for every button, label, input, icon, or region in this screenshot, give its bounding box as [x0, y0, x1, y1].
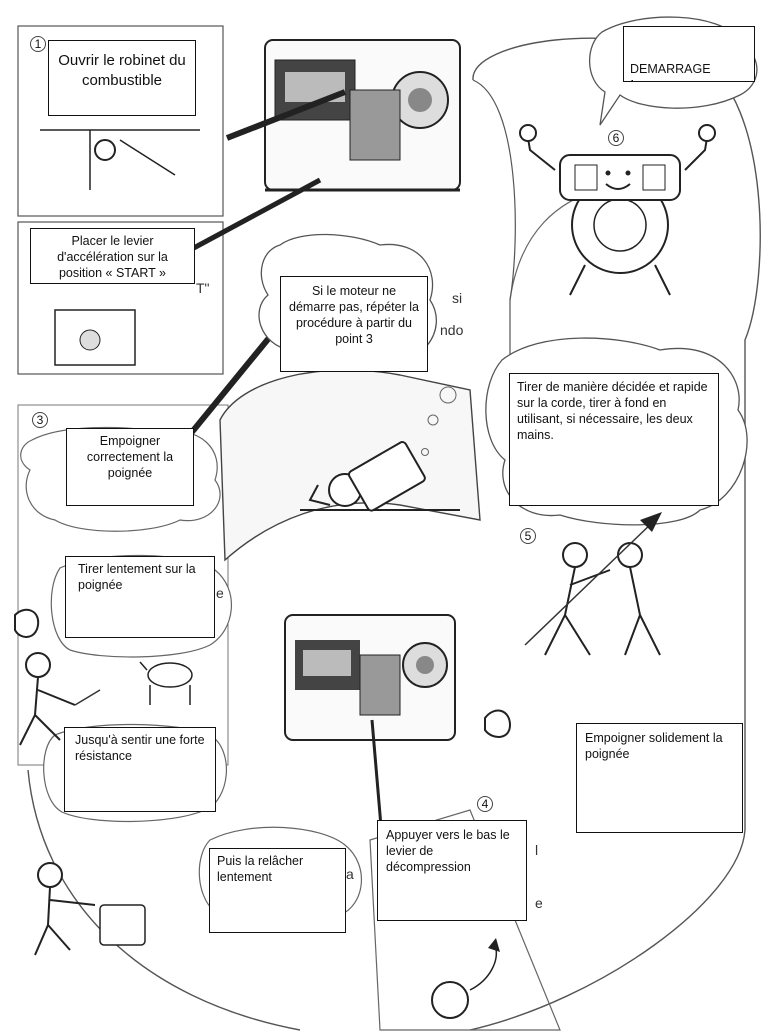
step2-label: Placer le levier d'accélération sur la p…: [30, 228, 195, 284]
fragment-text: e: [216, 585, 224, 601]
step3-release-label: Puis la relâcher lentement: [209, 848, 346, 933]
fragment-text: si: [452, 290, 463, 306]
decompression-lever-icon: [431, 938, 500, 1019]
step-number-1: 1: [30, 36, 46, 52]
flow-outline-step6: [472, 79, 516, 470]
hand-grip-icon: [14, 608, 512, 738]
demarrage-exclamation: !: [630, 78, 634, 81]
thought-bubble-2: [427, 414, 439, 426]
step-number-6: 6: [608, 130, 624, 146]
step3-pull-label: Tirer lentement sur la poignée: [65, 556, 215, 638]
step3-grip-label: Empoigner correctement la poignée: [66, 428, 194, 506]
worker-pulling-icon: [524, 512, 662, 656]
step5-grip-label: Empoigner solidement la poignée: [576, 723, 743, 833]
demarrage-title: DEMARRAGE: [630, 62, 711, 76]
resting-person-icon: [300, 441, 460, 512]
flow-outline-right: [469, 37, 761, 1031]
demarrage-label: DEMARRAGE !: [623, 26, 755, 82]
thought-bubble-1: [439, 386, 457, 404]
throttle-lever-icon: [54, 309, 136, 366]
step2-panel: [17, 221, 224, 375]
fragment-text: ndo: [440, 322, 464, 338]
retry-label: Si le moteur ne démarre pas, répéter la …: [280, 276, 428, 372]
step5-pull-label: Tirer de manière décidée et rapide sur l…: [509, 373, 719, 506]
generator-top-icon: [264, 39, 461, 192]
step1-panel: [17, 25, 224, 217]
pointer-step1: [225, 89, 347, 141]
thought-bubble-3: [421, 448, 429, 456]
happy-engine-icon: [519, 124, 716, 296]
step3-resistance-label: Jusqu'à sentir une forte résistance: [64, 727, 216, 812]
fuel-valve-icon: [40, 129, 200, 190]
fragment-text: l: [535, 842, 539, 858]
step-number-5: 5: [520, 528, 536, 544]
pointer-step2: [188, 177, 322, 253]
fragment-text: e: [535, 895, 543, 911]
step-number-4: 4: [477, 796, 493, 812]
fragment-text: T": [196, 280, 210, 296]
worker-kneeling-icon: [19, 652, 101, 746]
generator-center-icon: [284, 614, 456, 741]
step1-label: Ouvrir le robinet du combustible: [48, 40, 196, 116]
curved-arrow: [219, 369, 481, 562]
worker-release-icon: [34, 862, 146, 956]
step4-label: Appuyer vers le bas le levier de décompr…: [377, 820, 527, 921]
cow-icon: [139, 661, 193, 705]
step-number-3: 3: [32, 412, 48, 428]
fragment-text: a: [346, 866, 354, 882]
